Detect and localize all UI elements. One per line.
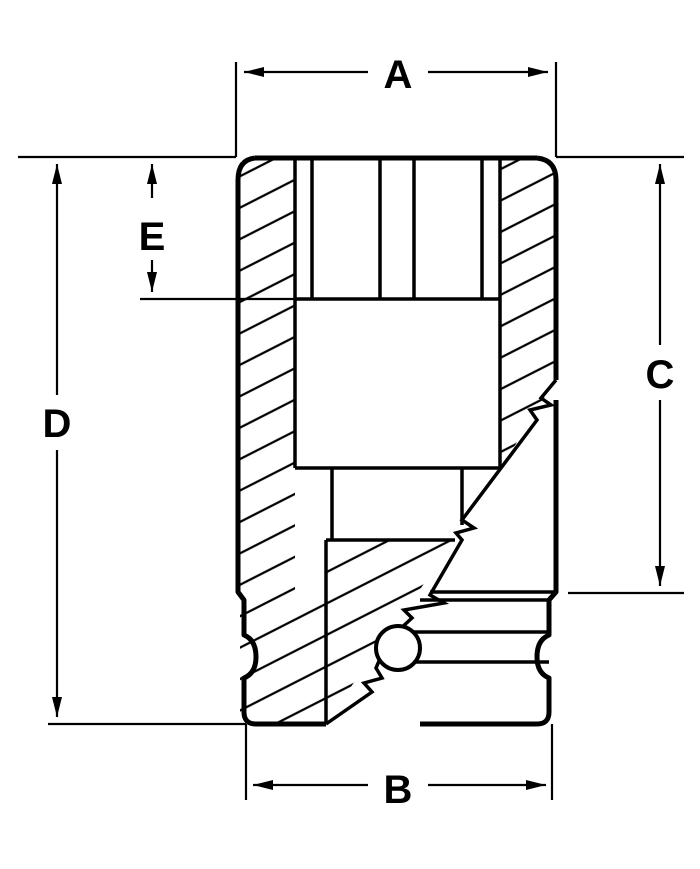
dimension-label-d: D	[43, 402, 72, 446]
detent-ball	[374, 624, 422, 672]
dimension-label-e: E	[139, 215, 166, 259]
socket-outer-wall-right	[420, 155, 559, 727]
dimension-label-a: A	[384, 53, 413, 97]
dimension-label-b: B	[384, 768, 413, 812]
socket-outer-wall-left	[235, 155, 326, 727]
section-break-line	[325, 378, 558, 726]
retaining-ring-groove	[410, 590, 556, 664]
drive-bore	[324, 468, 464, 724]
hex-bore	[293, 160, 502, 470]
section-hatching	[240, 158, 555, 723]
dimension-label-c: C	[646, 353, 675, 397]
